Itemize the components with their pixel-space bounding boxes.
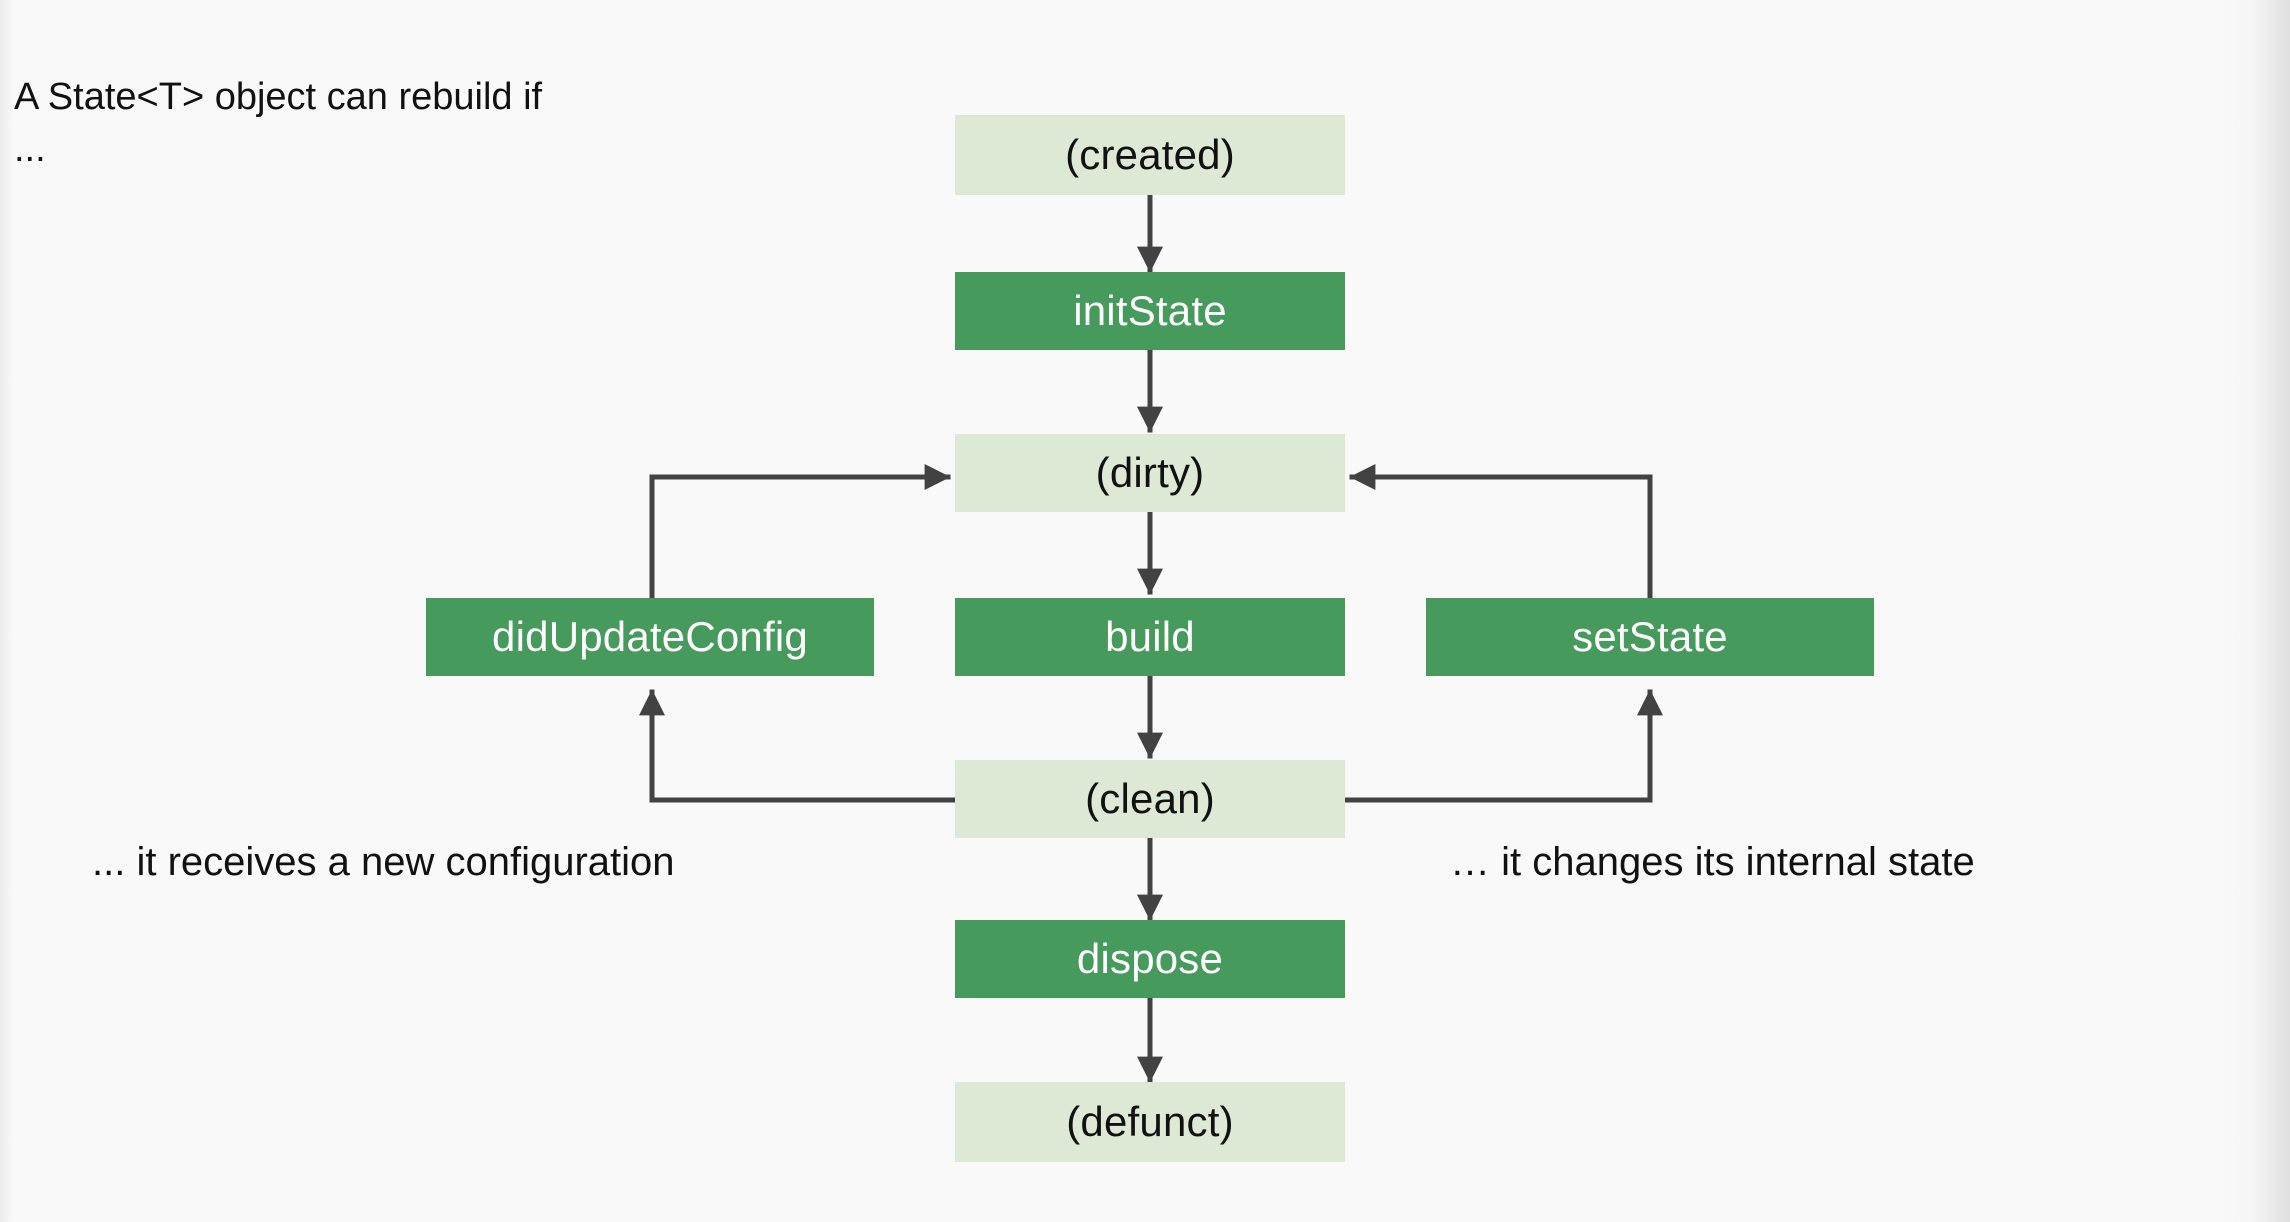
- node-dispose[interactable]: dispose: [955, 920, 1345, 998]
- heading-line-1: A State<T> object can rebuild if: [14, 76, 543, 118]
- node-initstate[interactable]: initState: [955, 272, 1345, 350]
- node-setstate[interactable]: setState: [1426, 598, 1874, 676]
- edge-clean-to-didupdateconfig: [639, 689, 958, 803]
- left-edge-shading: [0, 0, 14, 1222]
- node-build[interactable]: build: [955, 598, 1345, 676]
- caption-right-branch: … it changes its internal state: [1450, 840, 1975, 884]
- node-created[interactable]: (created): [955, 115, 1345, 195]
- edge-didupdateconfig-to-dirty: [649, 464, 951, 601]
- caption-left-branch: ... it receives a new configuration: [92, 840, 675, 884]
- node-dirty[interactable]: (dirty): [955, 434, 1345, 512]
- right-edge-shading: [2220, 0, 2290, 1222]
- heading-line-2: ...: [14, 128, 46, 170]
- node-clean[interactable]: (clean): [955, 760, 1345, 838]
- node-didupdateconfig[interactable]: didUpdateConfig: [426, 598, 874, 676]
- edge-setstate-to-dirty: [1349, 464, 1653, 601]
- node-defunct[interactable]: (defunct): [955, 1082, 1345, 1162]
- edge-clean-to-setstate: [1342, 689, 1663, 803]
